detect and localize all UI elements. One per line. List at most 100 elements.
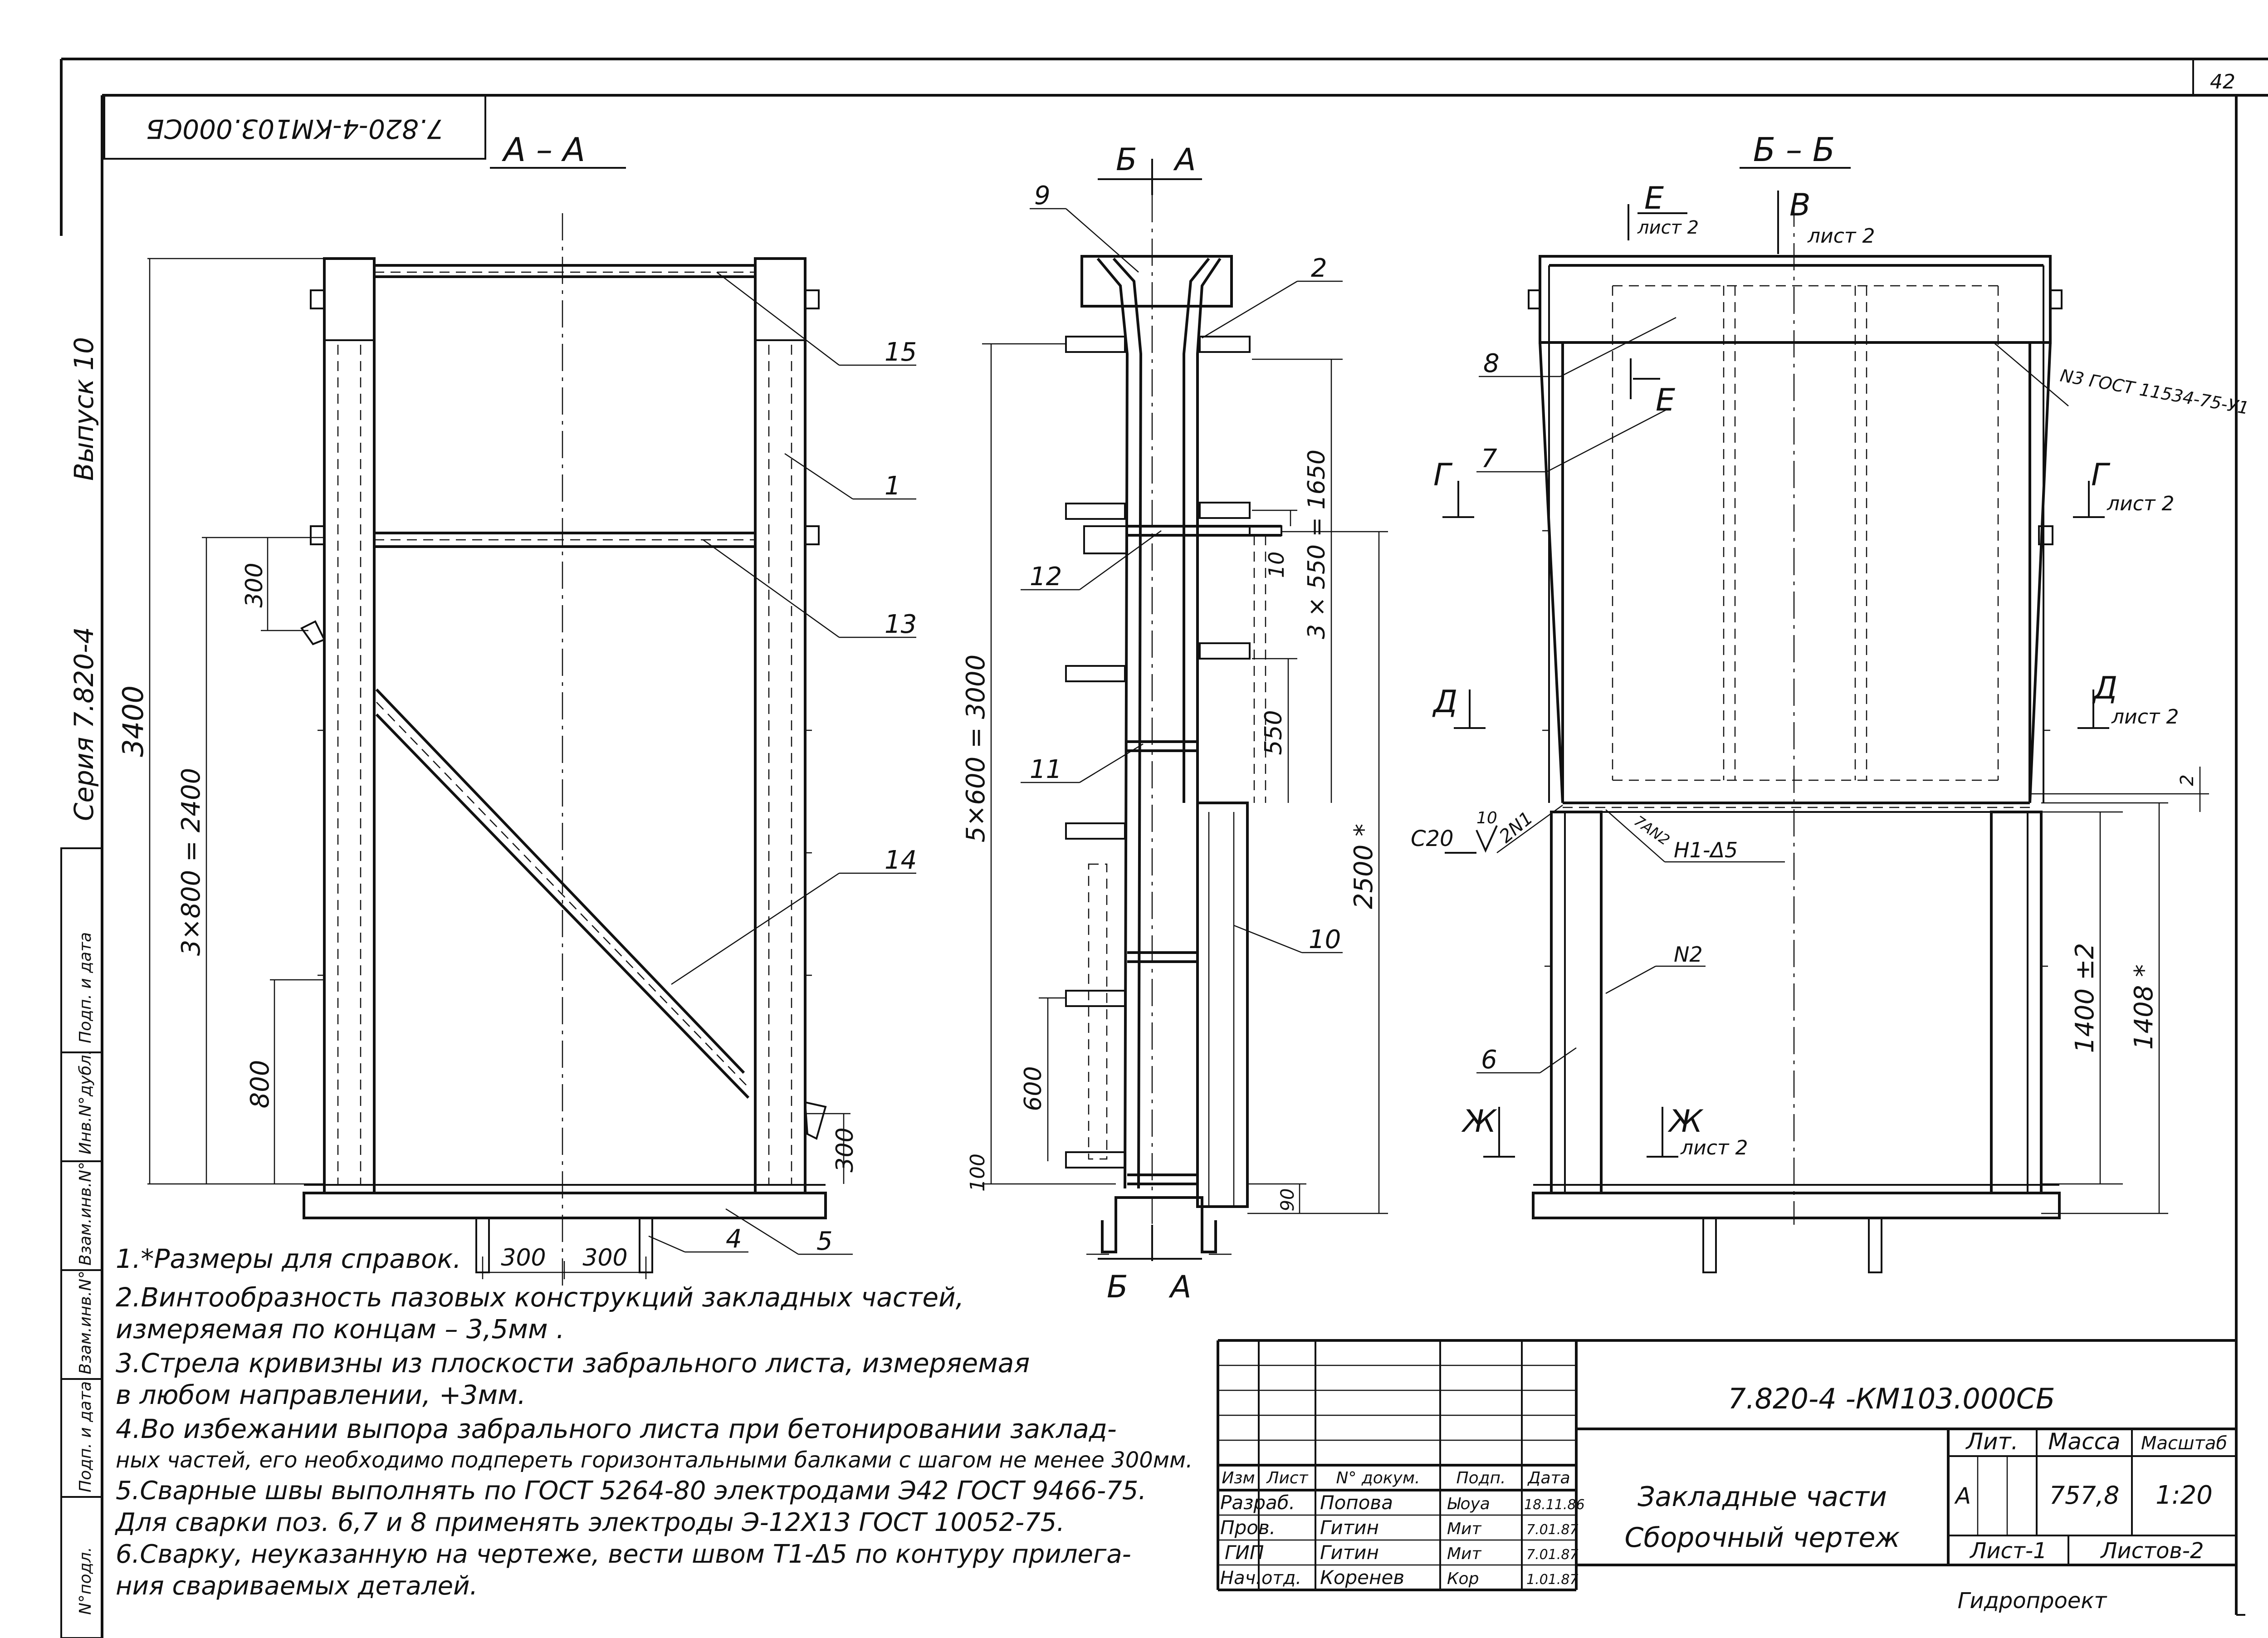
tb-mass-label: Масса (2048, 1428, 2120, 1455)
dim-bb-1408: 1408 * (2129, 964, 2159, 1050)
dim-side-10: 10 (1264, 552, 1289, 578)
callout-8: 8 (1483, 349, 1500, 378)
sec-zh-left: Ж (1461, 1104, 1497, 1139)
weld-2n1: 2N1 (1496, 807, 1537, 847)
tb-name-2: Сборочный чертеж (1625, 1522, 1900, 1554)
note-line-6: 4.Во избежании выпора забрального листа … (116, 1413, 1117, 1444)
tb-row1-sign: Ыоуа (1447, 1495, 1490, 1513)
dim-aa-3400: 3400 (117, 685, 150, 757)
callout-14: 14 (885, 846, 917, 875)
note-line-11: ния свариваемых деталей. (116, 1571, 478, 1601)
dim-aa-300-b2: 300 (582, 1244, 627, 1271)
side-mark-top-b: Б (1116, 142, 1137, 178)
callout-10: 10 (1309, 925, 1341, 954)
tb-scale-label: Масштаб (2141, 1433, 2227, 1454)
tb-h-date: Дата (1527, 1469, 1570, 1487)
sec-g-sheet: лист 2 (2107, 492, 2175, 515)
page-number: 42 (2210, 70, 2235, 93)
sec-e-mid-letter: Е (1656, 382, 1675, 418)
view-b-b-title: Б – Б (1753, 131, 1835, 169)
tb-h-doc: N° докум. (1336, 1469, 1420, 1487)
sec-g-left: Г (1433, 457, 1453, 493)
dim-bb-2: 2 (2177, 774, 2198, 786)
stamp-cell-3: Взам.инв.N° (76, 1162, 95, 1266)
tb-lit-label: Лит. (1965, 1428, 2018, 1455)
title-block: Изм Лист N° докум. Подп. Дата Разраб. По… (1217, 1339, 2236, 1614)
callout-7: 7 (1481, 444, 1497, 474)
weld-n2: N2 (1674, 942, 1703, 967)
dim-side-100: 100 (966, 1154, 989, 1192)
tb-row1-name: Попова (1320, 1491, 1393, 1514)
view-b-b: Б – Б (1411, 131, 2250, 1273)
callout-9: 9 (1034, 181, 1051, 210)
weld-10: 10 (1476, 809, 1497, 827)
sec-zh-sheet: лист 2 (1680, 1136, 1748, 1159)
callout-1: 1 (885, 471, 901, 501)
tb-row4-date: 1.01.87 (1526, 1572, 1579, 1588)
callout-2: 2 (1311, 254, 1327, 283)
view-side: Б А (961, 142, 1388, 1305)
tb-row4-sign: Кор (1447, 1570, 1479, 1588)
tb-h-izm: Изм (1222, 1469, 1255, 1487)
dim-aa-300: 300 (241, 562, 268, 607)
note-line-1: 1.*Размеры для справок. (116, 1243, 461, 1274)
sec-zh-right: Ж (1667, 1104, 1704, 1139)
tb-org: Гидропроект (1958, 1588, 2108, 1614)
tb-row3-sign: Мит (1447, 1545, 1481, 1563)
dim-side-90: 90 (1277, 1188, 1298, 1212)
weld-c20: С20 (1411, 826, 1454, 851)
tb-mass-value: 757,8 (2049, 1481, 2120, 1510)
tb-row2-sign: Мит (1447, 1520, 1481, 1538)
rotated-code-box: 7.820-4-КМ103.000СБ (103, 94, 486, 160)
dim-side-5x600: 5×600 = 3000 (961, 655, 991, 842)
tb-row1-role: Разраб. (1220, 1491, 1295, 1514)
sec-v-sheet: лист 2 (1807, 225, 1875, 248)
note-line-8: 5.Сварные швы выполнять по ГОСТ 5264-80 … (116, 1476, 1146, 1506)
tb-row3-date: 7.01.87 (1526, 1547, 1579, 1563)
margin-series: Серия 7.820-4 (68, 627, 99, 821)
weld-h1: Н1-Δ5 (1674, 838, 1738, 862)
margin-stamp: Выпуск 10 Серия 7.820-4 Подп. и дата Инв… (60, 337, 103, 1638)
callout-12: 12 (1030, 562, 1062, 592)
tb-row4-name: Коренев (1320, 1566, 1404, 1589)
note-line-4: 3.Стрела кривизны из плоскости забрально… (116, 1348, 1030, 1379)
tb-row3-name: Гитин (1320, 1541, 1379, 1564)
note-line-10: 6.Сварку, неуказанную на чертеже, вести … (116, 1540, 1131, 1569)
tb-lit-value: А (1954, 1483, 1971, 1509)
note-line-9: Для сварки поз. 6,7 и 8 применять электр… (114, 1508, 1065, 1537)
view-a-a-title: А – А (502, 131, 585, 169)
tb-scale-value: 1:20 (2156, 1481, 2213, 1510)
sec-d-left: Д (1432, 684, 1457, 720)
side-mark-bottom-a: А (1168, 1269, 1192, 1305)
stamp-cell-6: N°подл. (76, 1547, 95, 1615)
stamp-cell-4: Взам.инв.N° (76, 1271, 95, 1374)
dim-aa-300-b1: 300 (501, 1244, 546, 1271)
callout-6: 6 (1481, 1045, 1497, 1075)
callout-15: 15 (885, 337, 917, 367)
tb-row1-date: 18.11.86 (1524, 1497, 1585, 1513)
tb-row2-date: 7.01.87 (1526, 1522, 1579, 1538)
tb-sheets: Листов-2 (2100, 1538, 2204, 1564)
tb-sheet: Лист-1 (1969, 1538, 2047, 1564)
sec-e-top-sheet: лист 2 (1637, 217, 1699, 238)
weld-note-top: N3 ГОСТ 11534-75-У1 (2058, 366, 2250, 419)
note-line-5: в любом направлении, +3мм. (116, 1379, 526, 1410)
sec-g-right: Г (2091, 457, 2111, 493)
side-mark-top-a: А (1173, 142, 1196, 178)
rotated-code: 7.820-4-КМ103.000СБ (146, 113, 444, 144)
stamp-cell-2: Инв.N°дубл. (76, 1050, 95, 1154)
tb-code: 7.820-4 -КМ103.000СБ (1728, 1382, 2055, 1415)
notes: 1.*Размеры для справок. 2.Винтообразност… (114, 1243, 1193, 1601)
tb-row2-name: Гитин (1320, 1516, 1379, 1539)
dim-side-3x550: 3 × 550 = 1650 (1303, 450, 1330, 639)
dim-aa-300-right: 300 (831, 1127, 859, 1172)
note-line-2: 2.Винтообразность пазовых конструкций за… (116, 1282, 964, 1313)
tb-row3-role: ГИП (1225, 1541, 1264, 1564)
tb-h-list: Лист (1266, 1469, 1308, 1487)
sec-e-top-letter: Е (1644, 181, 1664, 216)
tb-row2-role: Пров. (1220, 1516, 1276, 1539)
callout-13: 13 (885, 610, 917, 639)
tb-name-1: Закладные части (1637, 1481, 1887, 1513)
dim-side-600: 600 (1020, 1066, 1047, 1111)
